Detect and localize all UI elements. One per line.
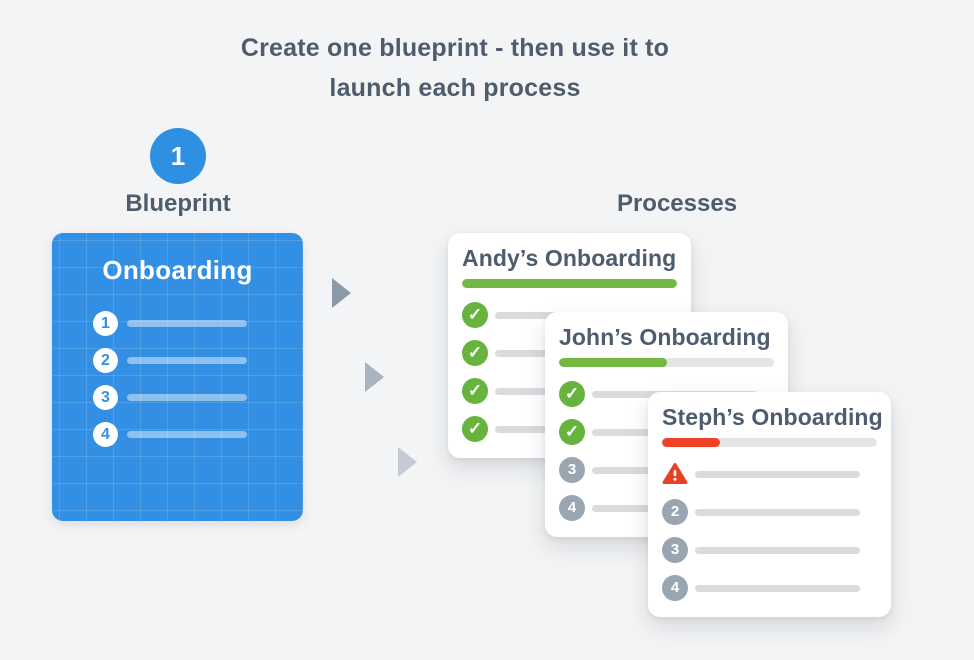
progress-bar-fill — [462, 279, 677, 288]
task-number-icon: 4 — [662, 575, 688, 601]
task-row: 3 — [662, 531, 877, 569]
arrow-right-icon — [365, 362, 384, 392]
check-icon: ✓ — [462, 302, 488, 328]
step-placeholder-line — [127, 357, 247, 364]
check-icon: ✓ — [462, 378, 488, 404]
check-icon: ✓ — [559, 419, 585, 445]
task-row: 4 — [662, 569, 877, 607]
arrow-right-icon — [332, 278, 351, 308]
blueprint-heading: Blueprint — [125, 190, 231, 217]
step-placeholder-line — [127, 431, 247, 438]
step-number-icon: 4 — [93, 422, 118, 447]
progress-bar-fill — [662, 438, 721, 447]
process-card-title: Andy’s Onboarding — [462, 245, 677, 271]
step-number-icon: 3 — [93, 385, 118, 410]
processes-heading: Processes — [616, 190, 738, 217]
task-number-icon: 4 — [559, 495, 585, 521]
page-title-line-1: Create one blueprint - then use it to — [240, 34, 670, 62]
check-icon: ✓ — [559, 381, 585, 407]
blueprint-step-row: 3 — [52, 379, 303, 416]
warning-icon — [662, 461, 688, 487]
progress-bar — [462, 279, 677, 288]
progress-bar — [662, 438, 877, 447]
page-title: Create one blueprint - then use it to la… — [155, 28, 755, 108]
task-number-icon: 3 — [662, 537, 688, 563]
blueprint-step-row: 2 — [52, 342, 303, 379]
task-number-icon: 2 — [662, 499, 688, 525]
process-card-title: John’s Onboarding — [559, 324, 771, 350]
step-1-badge: 1 — [150, 128, 206, 184]
process-card-steph: Steph’s Onboarding 2 3 — [648, 392, 891, 617]
progress-bar-fill — [559, 358, 667, 367]
blueprint-step-row: 1 — [52, 305, 303, 342]
check-icon: ✓ — [462, 340, 488, 366]
task-placeholder-line — [695, 584, 860, 592]
progress-bar — [559, 358, 774, 367]
arrow-right-icon — [398, 447, 417, 477]
blueprint-step-row: 4 — [52, 416, 303, 453]
task-list: 2 3 4 — [662, 455, 877, 607]
step-placeholder-line — [127, 394, 247, 401]
blueprint-card-title: Onboarding — [102, 255, 253, 285]
step-number-icon: 1 — [93, 311, 118, 336]
task-placeholder-line — [695, 470, 860, 478]
page-title-line-2: launch each process — [329, 74, 581, 102]
task-number-icon: 3 — [559, 457, 585, 483]
task-row: 2 — [662, 493, 877, 531]
task-row — [662, 455, 877, 493]
blueprint-card: Onboarding 1 2 3 4 — [52, 233, 303, 521]
process-card-title: Steph’s Onboarding — [662, 404, 883, 430]
blueprint-step-list: 1 2 3 4 — [52, 305, 303, 453]
step-number-icon: 2 — [93, 348, 118, 373]
task-placeholder-line — [695, 508, 860, 516]
task-placeholder-line — [695, 546, 860, 554]
check-icon: ✓ — [462, 416, 488, 442]
step-placeholder-line — [127, 320, 247, 327]
